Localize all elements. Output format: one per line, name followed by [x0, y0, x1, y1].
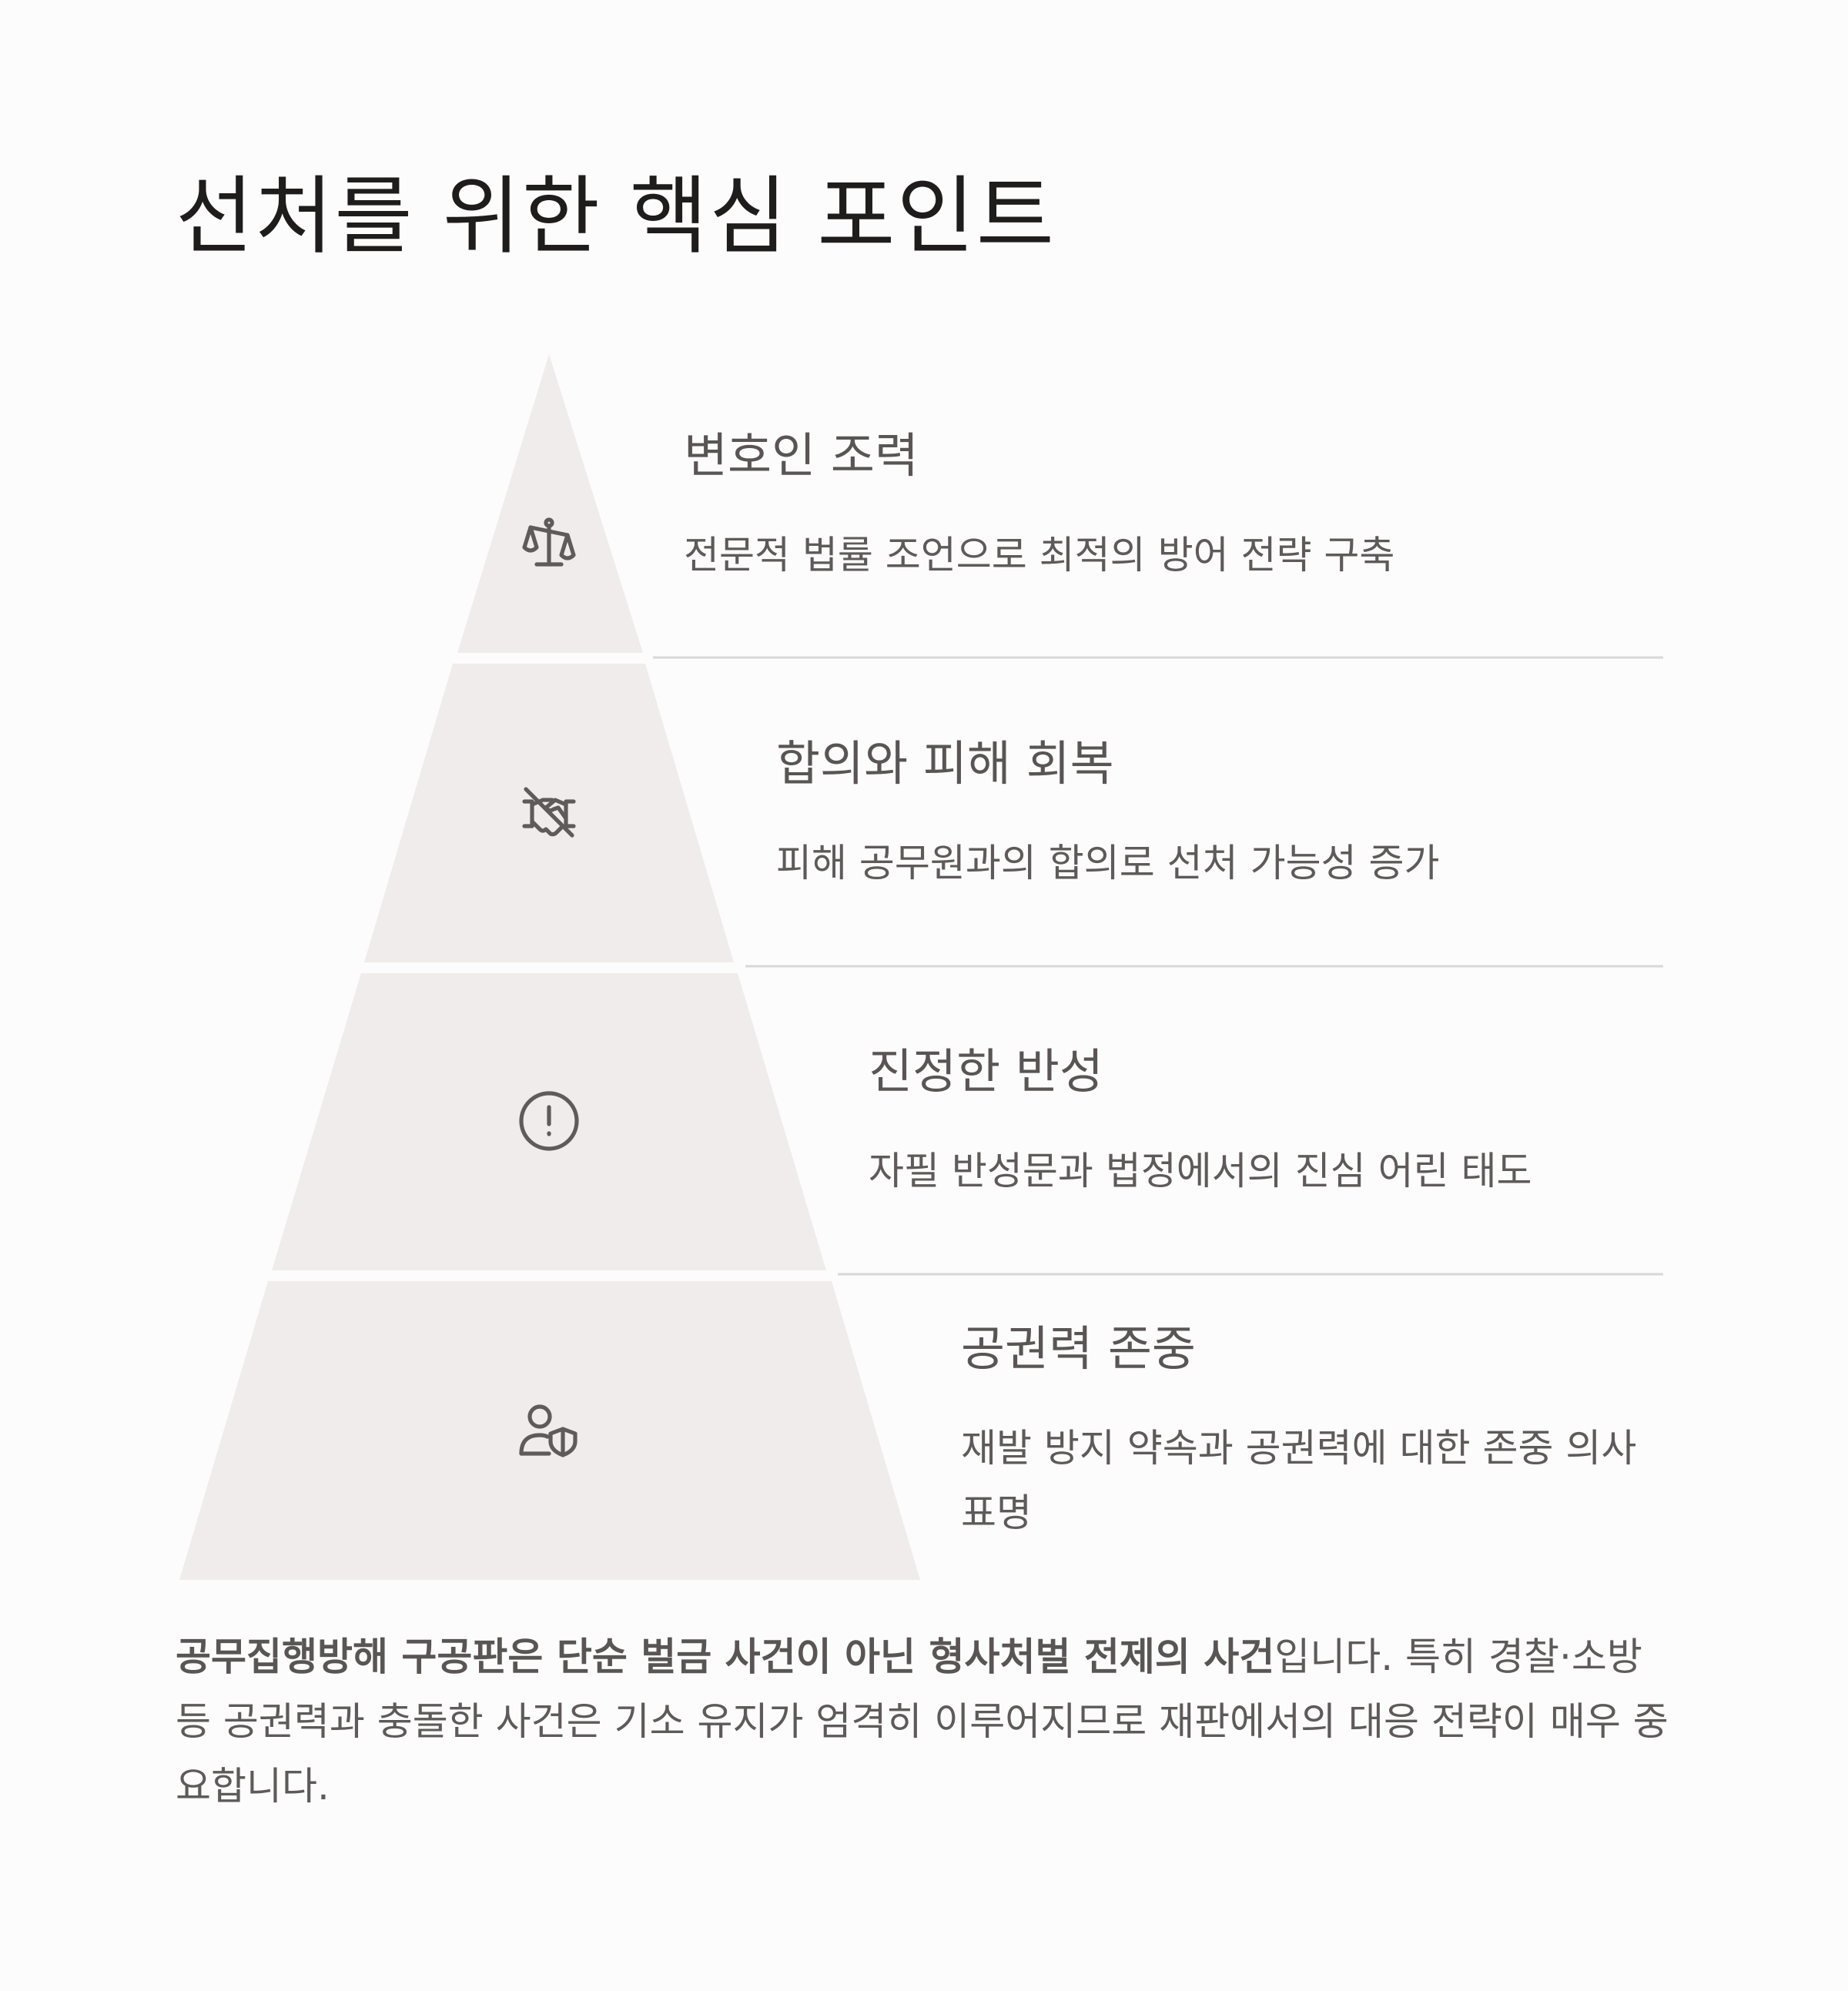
alert-circle-icon [518, 1090, 580, 1152]
summary-text: 공무집행방해 구공판은 단순 벌금 사건이 아닌 형사처벌 전제의 사건입니다.… [176, 1625, 1685, 1819]
handshake-off-icon [518, 781, 580, 843]
tier-description: 재발 방지 약속과 공권력에 대한 존중 의사 표명 [961, 1426, 1637, 1536]
scales-icon [518, 514, 580, 575]
tier-description: 자필 반성문과 법정에서의 진심 어린 태도 [869, 1149, 1532, 1194]
summary-rest: 입니다. 특히 경찰·소방 등 공권력과 충돌한 사건은 기소 유지가 엄격히 … [176, 1635, 1669, 1809]
summary-emphasis: 공무집행방해 구공판은 단순 벌금 사건이 아닌 형사처벌 전제의 사건 [176, 1635, 1275, 1679]
tier-title: 합의와 피해 회복 [776, 735, 1114, 791]
pyramid-tier-1-shape [457, 354, 643, 653]
tier-title: 변호인 조력 [684, 427, 919, 484]
tier-3: 진정한 반성 자필 반성문과 법정에서의 진심 어린 태도 [869, 1043, 1532, 1203]
tier-title: 진정한 반성 [869, 1043, 1103, 1099]
tier-title: 공권력 존중 [961, 1320, 1196, 1377]
tier-4: 공권력 존중 재발 방지 약속과 공권력에 대한 존중 의사 표명 [961, 1320, 1639, 1545]
tier-description: 전문적 법률 조언으로 최적의 방어 전략 구축 [684, 533, 1395, 578]
page-title: 선처를 위한 핵심 포인트 [176, 167, 1056, 266]
user-shield-icon [518, 1400, 580, 1461]
tier-description: 피해 공무원과의 합의로 선처 가능성 증가 [776, 841, 1440, 886]
tier-2: 합의와 피해 회복 피해 공무원과의 합의로 선처 가능성 증가 [776, 735, 1439, 895]
tier-1: 변호인 조력 전문적 법률 조언으로 최적의 방어 전략 구축 [684, 427, 1394, 587]
pyramid-tier-4-shape [179, 1281, 920, 1580]
